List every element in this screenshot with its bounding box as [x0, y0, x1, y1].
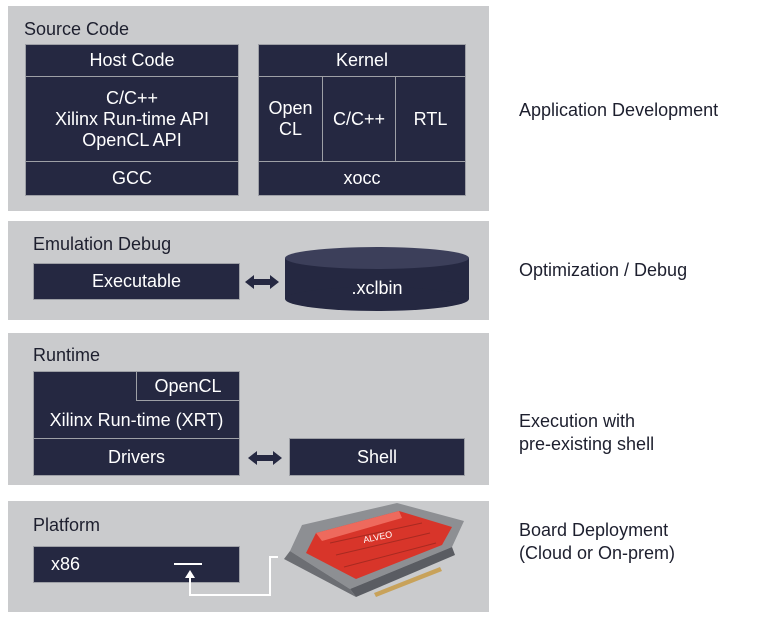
x86-box: x86 [33, 546, 240, 583]
kernel-opencl-box: Open CL [258, 76, 323, 162]
host-item-cpp: C/C++ [105, 87, 159, 108]
host-item-opencl-api: OpenCL API [82, 129, 182, 150]
kernel-rtl-box: RTL [395, 76, 466, 162]
platform-title: Platform [33, 515, 101, 535]
source-code-title: Source Code [24, 19, 130, 39]
xrt-label: Xilinx Run-time (XRT) [49, 410, 224, 430]
label-application-development: Application Development [519, 100, 719, 120]
xocc-box: xocc [258, 161, 466, 196]
host-code-box: Host Code [25, 44, 239, 77]
gcc-box: GCC [25, 161, 239, 196]
host-item-xrt-api: Xilinx Run-time API [54, 108, 210, 129]
double-arrow-icon [245, 275, 279, 289]
shell-box: Shell [289, 438, 465, 476]
kernel-box: Kernel [258, 44, 466, 77]
kernel-cpp-box: C/C++ [322, 76, 396, 162]
pcie-slot [174, 563, 202, 565]
host-api-box: C/C++ Xilinx Run-time API OpenCL API [25, 76, 239, 162]
xclbin-database [285, 247, 469, 311]
label-optimization-debug: Optimization / Debug [519, 260, 688, 280]
x86-label: x86 [51, 554, 81, 574]
label-execution: Execution with pre-existing shell [519, 411, 655, 454]
label-board-deployment: Board Deployment (Cloud or On-prem) [519, 520, 676, 563]
xclbin-label: .xclbin [351, 278, 403, 298]
emulation-debug-title: Emulation Debug [33, 234, 172, 254]
connection-arrow [185, 556, 278, 596]
alveo-card-image: ALVEO [284, 503, 464, 597]
drivers-box: Drivers [33, 438, 240, 476]
double-arrow-icon [248, 451, 282, 465]
runtime-title: Runtime [33, 345, 101, 365]
executable-box: Executable [33, 263, 240, 300]
opencl-box: OpenCL [136, 371, 240, 401]
